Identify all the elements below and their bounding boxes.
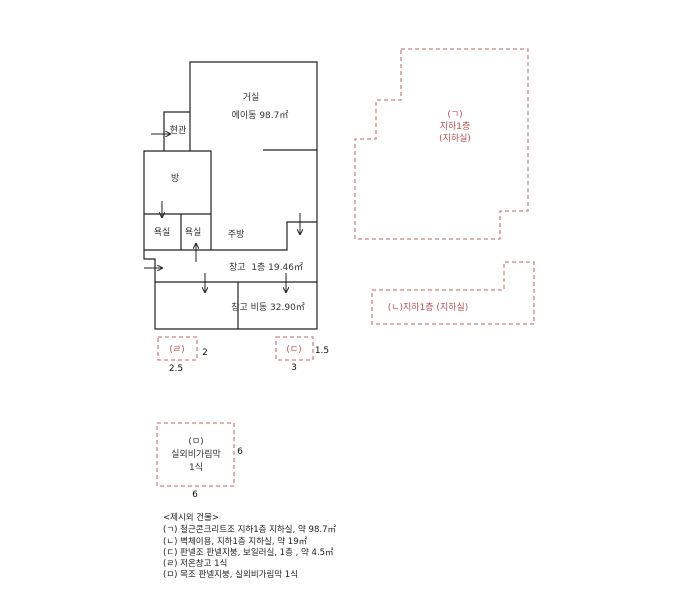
- annex-a-floor: 지하1층: [440, 121, 471, 132]
- room-label-storage-1f: 창고 1층 19.46㎡: [229, 262, 303, 273]
- legend-item: (ㄷ) 판넬조 판넬지붕, 보일러실, 1층 , 약 4.5㎡: [163, 547, 334, 558]
- annex-e-name: 실외비가림막: [171, 448, 221, 460]
- legend-item: (ㄱ) 철근콘크리트조 지하1층 지하실, 약 98.7㎡: [163, 524, 336, 535]
- legend-title: <제시외 건물>: [163, 512, 219, 523]
- annex-a-mark: (ㄱ): [447, 110, 462, 120]
- room-label-room: 방: [171, 173, 179, 184]
- living-area: 에이동 98.7㎡: [232, 110, 289, 121]
- annex-c-mark: (ㄷ): [286, 345, 301, 355]
- annex-e-mark: (ㅁ): [188, 437, 203, 447]
- main-building-walls: [143, 61, 318, 330]
- room-label-bath: 욕실: [185, 227, 202, 238]
- annex-a-use: (지하실): [439, 133, 471, 144]
- annex-b: (ㄴ)지하1층 (지하실): [371, 261, 535, 325]
- annex-c: (ㄷ) 1.5 3: [275, 336, 329, 373]
- annex-d-dim-bottom: 2.5: [169, 364, 183, 374]
- room-label-bath: 욕실: [154, 227, 171, 238]
- door-arrows: [144, 134, 300, 292]
- annex-e-dim-side: 6: [237, 447, 243, 457]
- annex-b-label: (ㄴ)지하1층 (지하실): [388, 302, 469, 313]
- annex-e-count: 1식: [189, 462, 203, 473]
- annex-a: (ㄱ) 지하1층 (지하실): [354, 48, 529, 240]
- room-label-kitchen: 주방: [228, 229, 245, 240]
- legend: <제시외 건물> (ㄱ) 철근콘크리트조 지하1층 지하실, 약 98.7㎡ (…: [163, 512, 336, 580]
- annex-c-dim-bottom: 3: [291, 363, 297, 373]
- legend-item: (ㄹ) 저온창고 1식: [163, 559, 227, 569]
- annex-e-dim-bottom: 6: [192, 490, 198, 500]
- annex-d: (ㄹ) 2 2.5: [157, 336, 208, 374]
- room-label-storage-b: 창고 비동 32.90㎡: [231, 302, 305, 313]
- legend-item: (ㅁ) 목조 판넬지붕, 실외비가림막 1식: [163, 569, 298, 580]
- annex-d-mark: (ㄹ): [169, 345, 184, 355]
- room-label-living: 거실: [243, 92, 260, 103]
- annex-c-dim-side: 1.5: [315, 346, 329, 356]
- room-label-entrance: 현관: [170, 125, 187, 136]
- legend-item: (ㄴ) 벽체이용, 지하1층 지하실, 약 19㎡: [163, 536, 308, 547]
- annex-e: (ㅁ) 실외비가림막 1식 6 6: [156, 422, 243, 500]
- annex-d-dim-side: 2: [202, 348, 208, 358]
